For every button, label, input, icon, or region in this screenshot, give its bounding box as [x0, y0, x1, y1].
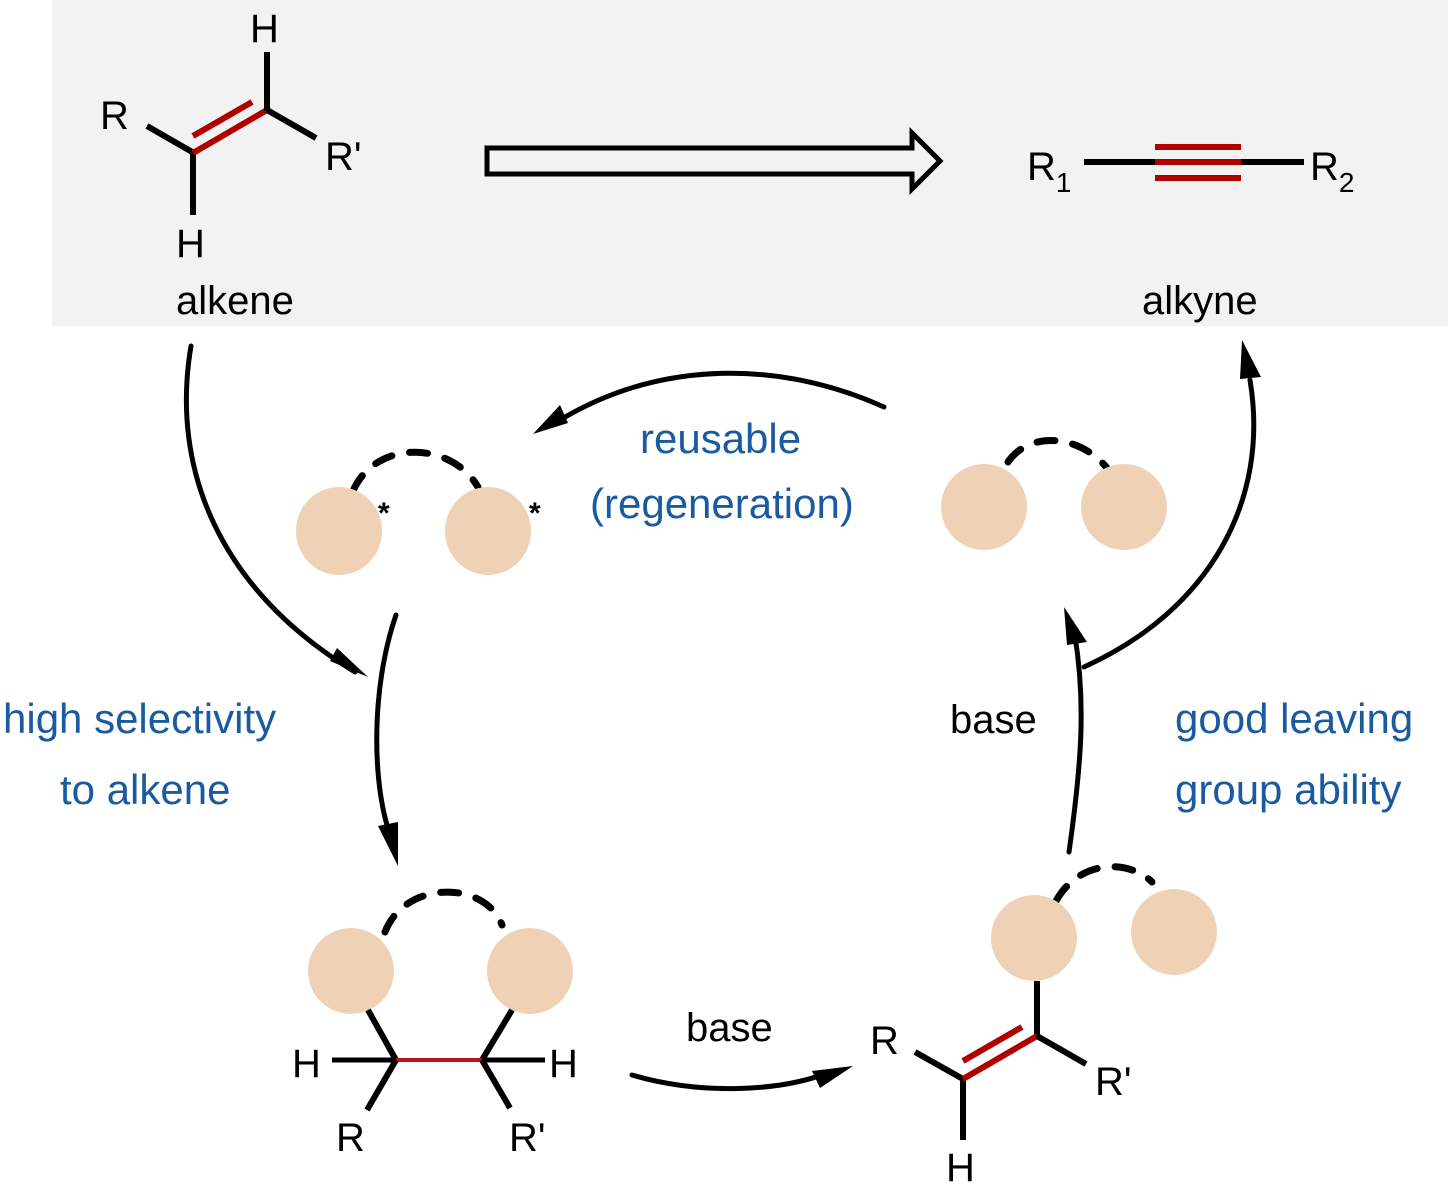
- annotation-good-leaving: good leaving: [1175, 695, 1413, 742]
- annotation-group-ability: group ability: [1175, 766, 1401, 813]
- dashed-linker: [1004, 437, 1111, 472]
- arrow-catalyst-to-adduct: [374, 612, 399, 843]
- dashed-linker: [381, 888, 506, 936]
- dashed-linker: [349, 448, 482, 495]
- catalyst-site-right: [1131, 889, 1217, 975]
- arrowhead-icon: [812, 1066, 853, 1088]
- bond-r-c1: [913, 1049, 965, 1082]
- arrow-alkene-to-catalyst: [183, 343, 358, 675]
- bond-c2-rprime: [479, 1058, 513, 1110]
- catalyst-site-right: [1081, 464, 1167, 550]
- hollow-arrow-icon: [484, 126, 944, 196]
- reagent-base-bottom: base: [686, 1006, 773, 1050]
- atom-h-bottom: H: [176, 222, 205, 266]
- bond-site-c2: [479, 1008, 515, 1062]
- alkyne-structure: R1 R2 alkyne: [1027, 144, 1354, 323]
- double-bond-inner: [191, 99, 254, 139]
- atom-r: R: [870, 1019, 899, 1063]
- arrowhead-icon: [378, 822, 398, 866]
- arrow-vinyl-to-site: [1066, 627, 1084, 855]
- double-bond-main: [961, 1033, 1039, 1082]
- arrowhead-icon: [533, 405, 568, 434]
- catalyst-site-left: [296, 487, 382, 575]
- catalyst-site-left: [991, 895, 1077, 981]
- vinyl-intermediate: R R' H: [870, 863, 1217, 1190]
- arrowhead-icon: [1064, 607, 1087, 645]
- bond-site-c1: [365, 1008, 399, 1062]
- alkene-caption: alkene: [176, 279, 294, 323]
- catalyst-site-left: [308, 928, 394, 1014]
- activated-catalyst: * *: [296, 448, 541, 575]
- atom-r: R: [100, 94, 129, 138]
- atom-h: H: [946, 1146, 975, 1190]
- active-site-mark: *: [378, 497, 390, 530]
- annotation-selectivity: high selectivity: [3, 695, 276, 742]
- catalyst-site-left: [941, 464, 1027, 550]
- double-bond-inner: [961, 1024, 1024, 1064]
- atom-h-left: H: [292, 1042, 321, 1086]
- catalyst-site-right: [487, 928, 573, 1014]
- bond-c1-r: [364, 1058, 399, 1112]
- atom-r2: R2: [1310, 145, 1354, 198]
- double-bond-main: [191, 107, 269, 156]
- atom-r-prime: R': [1095, 1060, 1132, 1104]
- atom-r-prime: R': [325, 135, 362, 179]
- catalyst-site-right: [445, 487, 531, 575]
- arrow-to-alkyne: [1081, 377, 1257, 670]
- annotation-reusable: reusable: [640, 415, 801, 462]
- annotation-regeneration: (regeneration): [590, 480, 854, 527]
- arrow-adduct-to-vinyl: [629, 1069, 833, 1092]
- atom-r: R: [336, 1116, 365, 1160]
- spent-catalyst: [941, 437, 1167, 550]
- bond-c2-rprime: [1035, 1033, 1088, 1067]
- arrow-regeneration: [557, 370, 887, 423]
- alkyne-caption: alkyne: [1142, 279, 1258, 323]
- alkane-adduct: H H R R': [292, 888, 578, 1160]
- annotation-to-alkene: to alkene: [60, 766, 230, 813]
- alkene-structure: R H R' H alkene: [100, 7, 362, 323]
- arrowhead-icon: [1240, 340, 1261, 379]
- atom-r-prime: R': [509, 1116, 546, 1160]
- atom-h-top: H: [250, 7, 279, 51]
- atom-h-right: H: [549, 1042, 578, 1086]
- bond-r-c1: [145, 123, 196, 156]
- atom-r1: R1: [1027, 145, 1071, 198]
- dashed-linker: [1052, 863, 1156, 905]
- bond-c2-rprime: [265, 107, 318, 141]
- reagent-base-right: base: [950, 698, 1037, 742]
- arrowhead-icon: [330, 648, 368, 677]
- active-site-mark: *: [529, 497, 541, 530]
